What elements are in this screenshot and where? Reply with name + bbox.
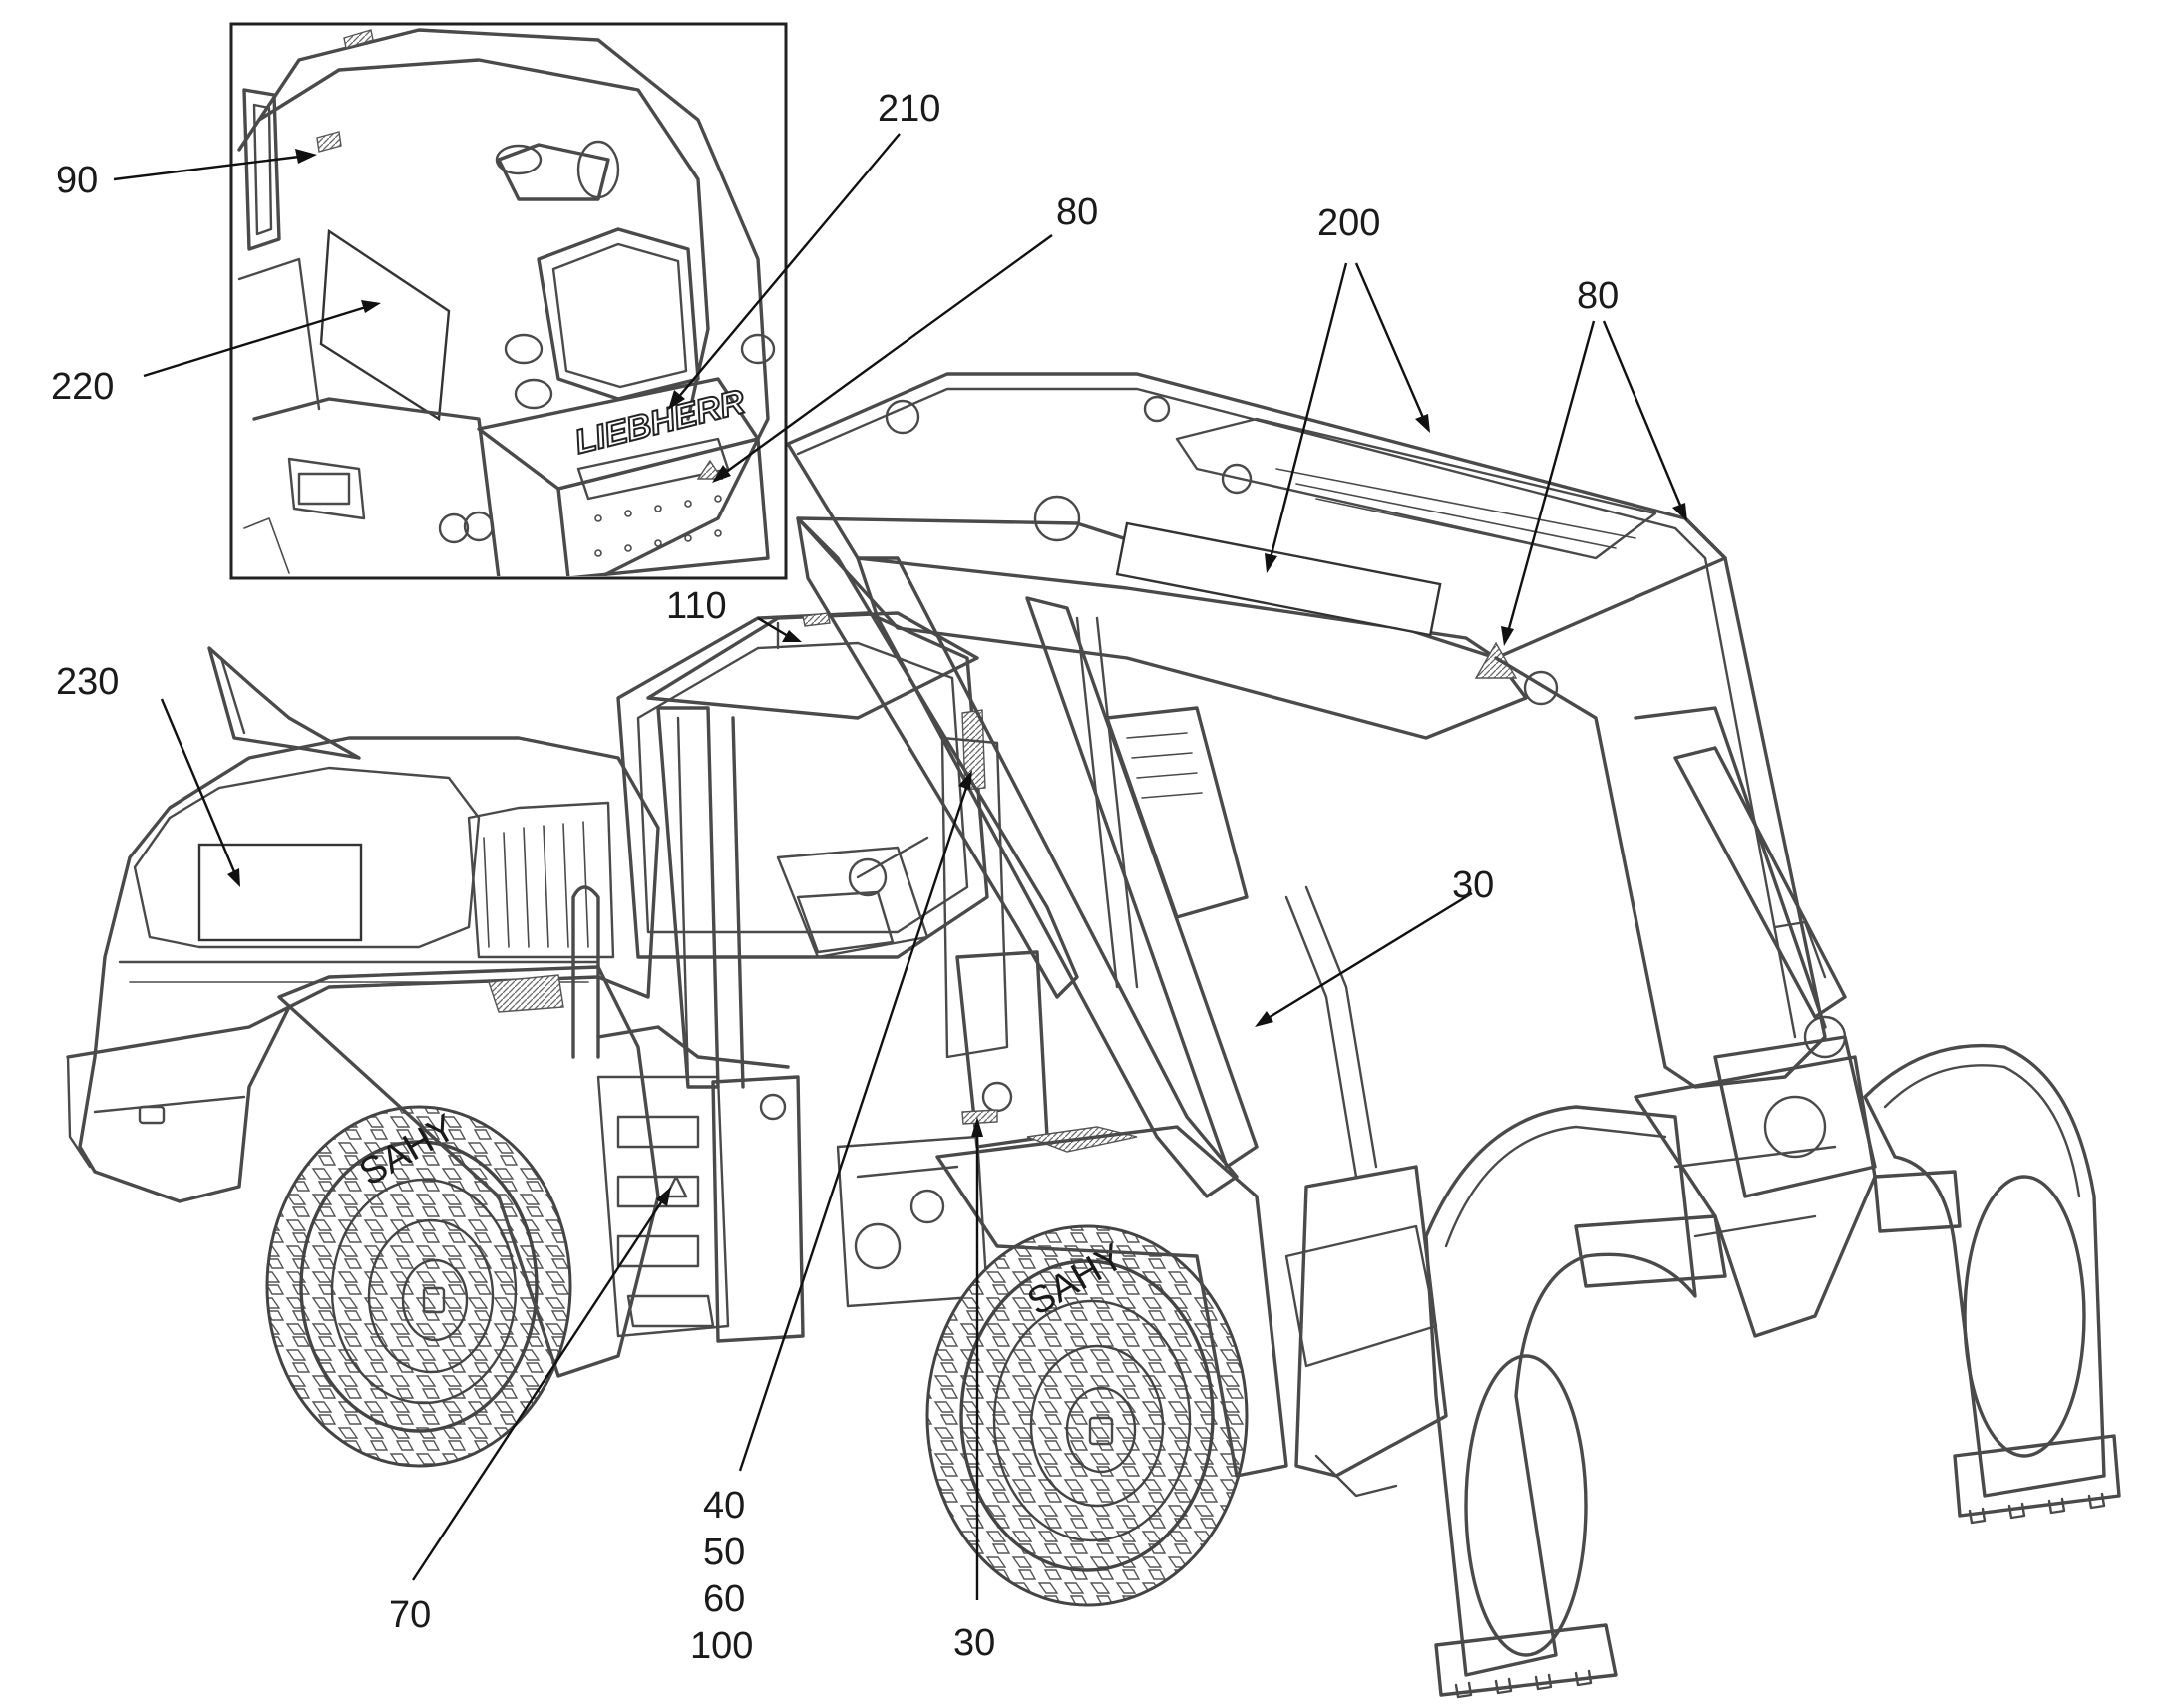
ref-80-boom: 80 <box>1577 275 1619 317</box>
label-plate-220 <box>319 228 451 422</box>
cab <box>616 611 1049 1149</box>
front-wheel: SAHY <box>925 1224 1249 1607</box>
engine-hood <box>66 646 660 1203</box>
ref-100: 100 <box>690 1625 753 1667</box>
grapple-teeth-right <box>1968 1492 2106 1525</box>
ref-70: 70 <box>389 1594 431 1636</box>
ref-230: 230 <box>56 661 119 703</box>
reference-numerals: 90 210 80 200 80 220 110 230 30 40 50 60… <box>51 88 1619 1667</box>
grille-rivets <box>594 495 722 557</box>
warning-triangle-80-inset <box>696 459 724 480</box>
wheel-loader-drawing: SAHY <box>66 372 2121 1699</box>
ref-50: 50 <box>703 1532 745 1573</box>
rear-wheel: SAHY <box>265 1105 572 1468</box>
ref-30-lower: 30 <box>953 1622 995 1664</box>
ref-60: 60 <box>703 1578 745 1620</box>
label-plate-230 <box>197 843 363 942</box>
grapple-teeth-left <box>1454 1669 1593 1699</box>
ref-80-inset: 80 <box>1056 191 1098 233</box>
inset-view: LIEBHERR <box>229 22 788 580</box>
lift-boom <box>786 372 1877 1198</box>
ref-200: 200 <box>1317 202 1380 244</box>
ref-40: 40 <box>703 1485 745 1527</box>
ref-110: 110 <box>666 585 727 627</box>
warning-triangle-80-boom <box>1474 641 1518 679</box>
label-30-lower <box>961 1109 998 1125</box>
side-vent-slats <box>483 821 589 948</box>
ref-30-upper: 30 <box>1452 864 1494 906</box>
label-plate-200 <box>1115 521 1442 637</box>
ref-90: 90 <box>56 160 98 201</box>
chassis <box>277 965 805 1378</box>
ref-210: 210 <box>878 88 940 130</box>
front-frame <box>935 1125 1448 1498</box>
ref-220: 220 <box>51 366 114 408</box>
leader-lines <box>113 133 1687 1600</box>
log-grapple <box>1424 1043 2121 1699</box>
